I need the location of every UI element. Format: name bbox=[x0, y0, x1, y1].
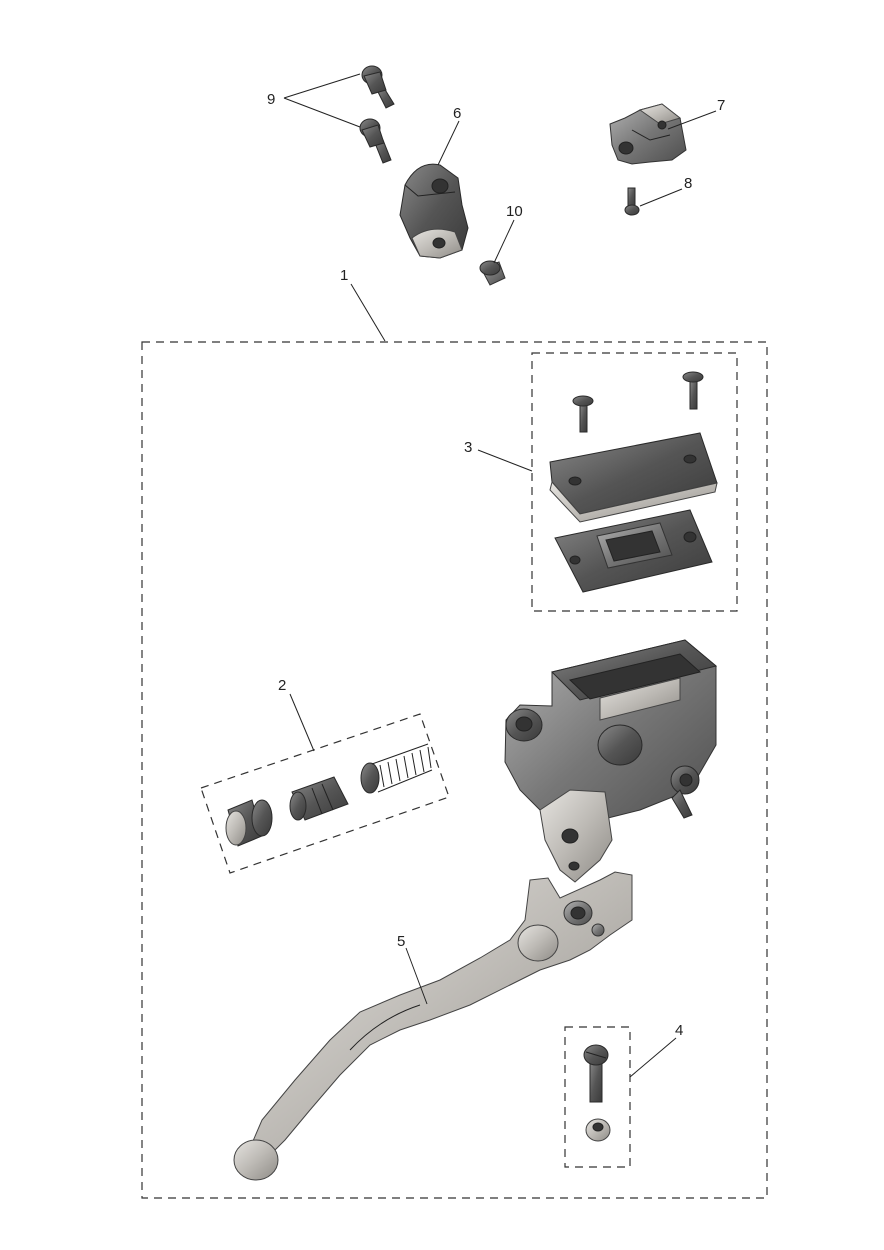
part-9-bolt-lower bbox=[359, 118, 392, 164]
part-3-cover-screw-left bbox=[572, 395, 594, 433]
leader-2 bbox=[289, 693, 315, 752]
part-4-pivot-bolt bbox=[583, 1044, 609, 1103]
part-7-bracket bbox=[609, 103, 687, 165]
callout-7: 7 bbox=[717, 97, 725, 114]
part-2-piston-cap bbox=[225, 799, 273, 847]
leader-1 bbox=[350, 283, 386, 342]
assembly-1-boundary bbox=[141, 341, 768, 1199]
callout-8: 8 bbox=[684, 175, 692, 192]
leader-9a bbox=[283, 73, 361, 99]
part-9-bolt-upper bbox=[361, 65, 395, 109]
kit-3-boundary bbox=[531, 352, 738, 612]
callout-4: 4 bbox=[675, 1022, 683, 1039]
callout-3: 3 bbox=[464, 439, 472, 456]
master-cylinder-body bbox=[504, 639, 718, 883]
part-2-spring bbox=[360, 743, 433, 794]
part-10-cap bbox=[479, 260, 506, 286]
leader-10 bbox=[493, 219, 515, 264]
part-3-cover-screw-right bbox=[682, 371, 704, 410]
leader-5 bbox=[405, 947, 428, 1005]
callout-5: 5 bbox=[397, 933, 405, 950]
part-3-reservoir-cover bbox=[549, 432, 718, 523]
leader-7 bbox=[667, 110, 717, 130]
part-8-screw bbox=[624, 187, 640, 216]
kit-4-boundary bbox=[564, 1026, 631, 1168]
part-5-brake-lever bbox=[233, 871, 633, 1181]
part-2-piston bbox=[289, 776, 349, 821]
leader-6 bbox=[437, 120, 460, 166]
part-6-clamp bbox=[399, 163, 469, 259]
callout-6: 6 bbox=[453, 105, 461, 122]
callout-10: 10 bbox=[506, 203, 523, 220]
callout-9: 9 bbox=[267, 91, 275, 108]
leader-lines bbox=[283, 73, 717, 1078]
callout-1: 1 bbox=[340, 267, 348, 284]
kit-2-boundary bbox=[200, 713, 450, 874]
part-3-diaphragm-plate bbox=[554, 509, 713, 593]
callout-2: 2 bbox=[278, 677, 286, 694]
leader-3 bbox=[477, 449, 533, 472]
leader-4 bbox=[629, 1037, 677, 1078]
leader-9b bbox=[283, 97, 361, 128]
leader-8 bbox=[639, 188, 683, 207]
part-4-nut bbox=[585, 1118, 611, 1142]
